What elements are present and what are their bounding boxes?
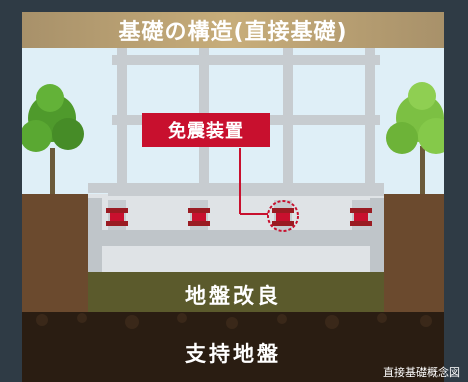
callout-leader bbox=[239, 148, 299, 232]
seismic-isolator-text: 免震装置 bbox=[168, 121, 244, 142]
foundation-illustration bbox=[22, 48, 444, 382]
soil-texture bbox=[36, 313, 432, 329]
improvement-layer bbox=[88, 272, 384, 312]
title-bar: 基礎の構造(直接基礎) bbox=[22, 12, 444, 48]
improvement-layer-label: 地盤改良 bbox=[185, 284, 281, 308]
isolator-4 bbox=[350, 208, 372, 226]
foundation-scene: 免震装置 地盤改良 支持地盤 bbox=[22, 48, 444, 382]
diagram-caption: 直接基礎概念図 bbox=[383, 366, 460, 379]
isolator-2 bbox=[188, 208, 210, 226]
right-tree-icon bbox=[386, 82, 444, 194]
isolator-1 bbox=[106, 208, 128, 226]
left-tree-icon bbox=[22, 84, 84, 194]
diagram-title: 基礎の構造(直接基礎) bbox=[118, 20, 348, 45]
isolator-3 bbox=[272, 208, 294, 226]
support-layer-label: 支持地盤 bbox=[185, 342, 281, 366]
seismic-isolator-label: 免震装置 bbox=[142, 113, 270, 147]
